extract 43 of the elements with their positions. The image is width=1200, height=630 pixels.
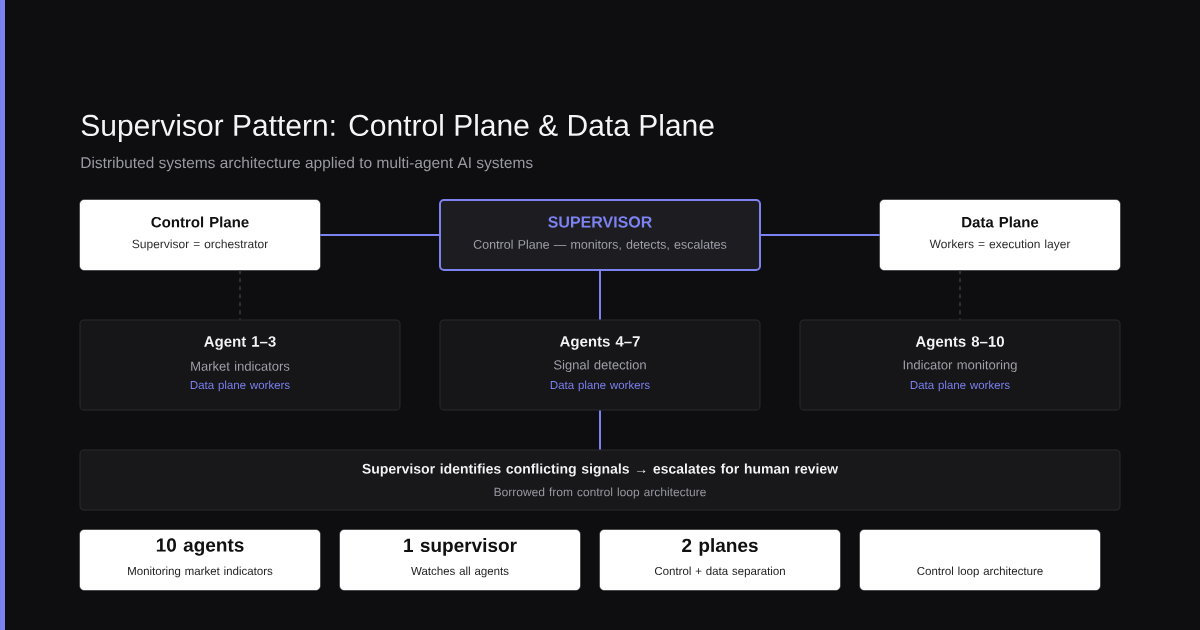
stat-value: 2 planes bbox=[682, 538, 758, 556]
box-heading: Agents 4–7 bbox=[559, 336, 640, 350]
info-box bbox=[79, 199, 321, 271]
stat-card bbox=[339, 529, 581, 591]
box-heading: Agents 8–10 bbox=[915, 336, 1004, 350]
agent-box bbox=[79, 319, 401, 411]
agent-box bbox=[799, 319, 1121, 411]
connector-line bbox=[239, 269, 241, 321]
box-description: Indicator monitoring bbox=[903, 359, 1017, 373]
subtitle: Distributed systems architecture applied to multi-agent AI systems bbox=[81, 156, 533, 172]
box-heading: Data Plane bbox=[962, 216, 1039, 228]
caption-text: Data plane workers bbox=[190, 380, 290, 392]
box-heading: Control Plane bbox=[151, 216, 249, 228]
banner-box bbox=[79, 449, 1121, 511]
connector-line bbox=[599, 270, 601, 321]
stat-card bbox=[599, 529, 841, 591]
page-title: Supervisor Pattern: Control Plane & Data Plane bbox=[81, 114, 714, 142]
box-description: Workers = execution layer bbox=[929, 239, 1071, 251]
box-heading: Agent 1–3 bbox=[204, 336, 276, 350]
caption-text: Data plane workers bbox=[550, 380, 650, 392]
stat-description: Watches all agents bbox=[411, 566, 509, 578]
stat-description: Control + data separation bbox=[654, 566, 785, 578]
connector-line bbox=[319, 234, 440, 236]
stat-card bbox=[79, 529, 321, 591]
connector-line bbox=[599, 409, 601, 451]
stat-description: Monitoring market indicators bbox=[128, 566, 273, 578]
banner-description: Borrowed from control loop architecture bbox=[494, 487, 706, 499]
box-description: Signal detection bbox=[553, 359, 646, 373]
box-description: Control Plane — monitors, detects, escalates bbox=[473, 239, 727, 251]
highlighted-box bbox=[439, 199, 761, 271]
agent-box bbox=[439, 319, 761, 411]
caption-text: Data plane workers bbox=[910, 380, 1010, 392]
box-description: Market indicators bbox=[191, 361, 290, 371]
stat-value: 10 agents bbox=[156, 538, 244, 556]
box-heading: SUPERVISOR bbox=[548, 216, 652, 228]
connector-line bbox=[959, 269, 961, 321]
stat-card bbox=[859, 529, 1101, 591]
info-box bbox=[879, 199, 1121, 271]
stat-value: 1 supervisor bbox=[404, 538, 517, 556]
connector-line bbox=[760, 234, 881, 236]
box-description: Supervisor = orchestrator bbox=[132, 239, 268, 251]
stat-description: Control loop architecture bbox=[917, 566, 1043, 578]
banner-heading: Supervisor identifies conflicting signals → escalates for human review bbox=[362, 463, 839, 477]
